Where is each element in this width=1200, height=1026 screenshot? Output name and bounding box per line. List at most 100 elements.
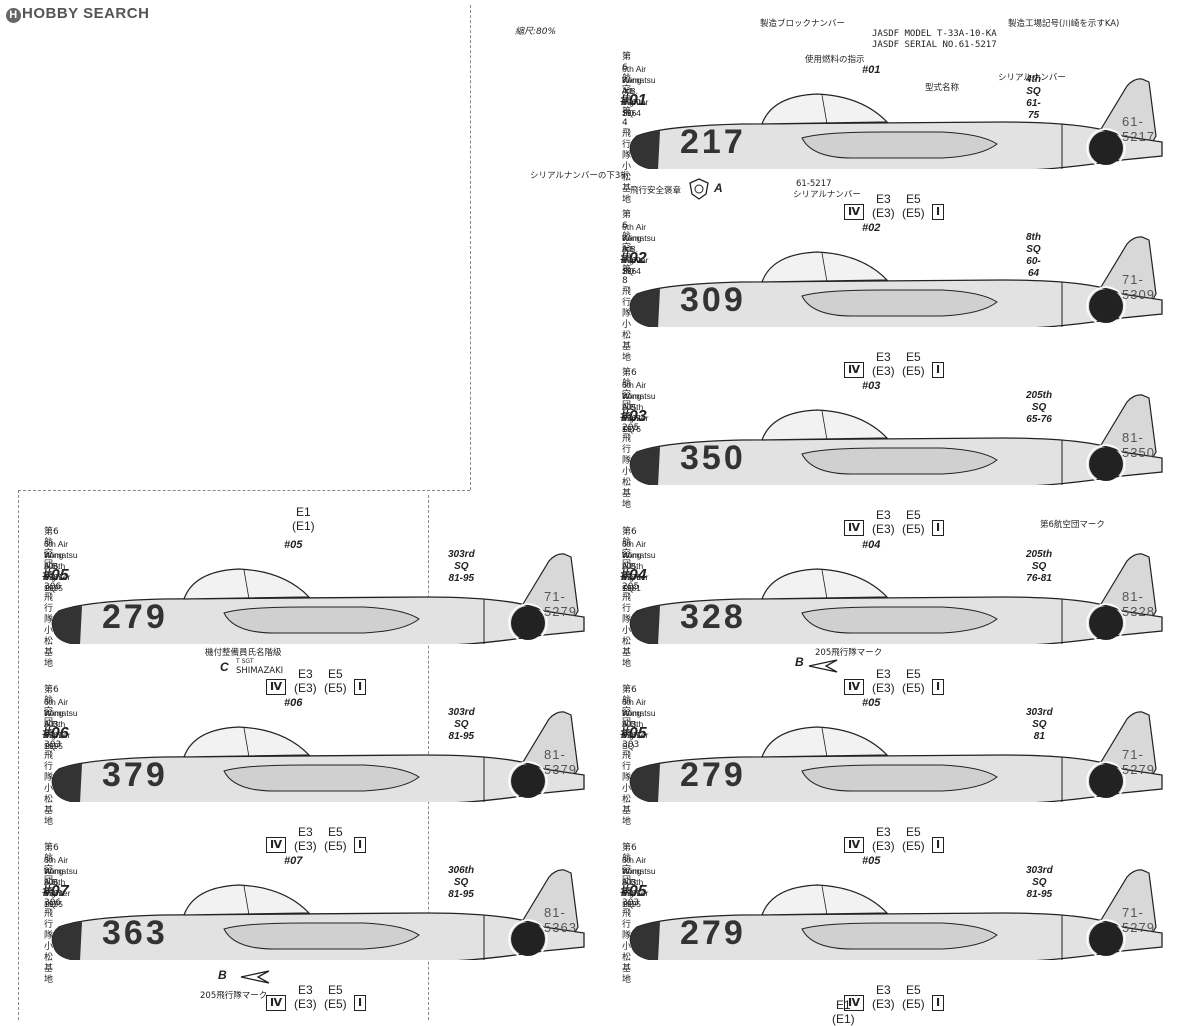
legend-roman1: Ⅰ bbox=[932, 833, 945, 853]
legend-roman4: Ⅳ bbox=[844, 358, 865, 378]
legend-roman1: Ⅰ bbox=[354, 991, 367, 1011]
callout-number: #04 bbox=[862, 539, 881, 551]
legend-roman1: Ⅰ bbox=[932, 991, 945, 1011]
legend-e5: E5(E5) bbox=[902, 508, 925, 536]
profile-number: #05 bbox=[620, 725, 647, 742]
legend-e3: E3(E3) bbox=[872, 192, 895, 220]
nose-number: 379 bbox=[102, 756, 168, 794]
unit-jp: 第6航空団 第306飛行隊 小松基地 bbox=[44, 527, 62, 669]
callout-number: #06 bbox=[284, 697, 303, 709]
nose-number: 363 bbox=[102, 914, 168, 952]
unit-period: Komatsu A.B. 1976-1981 bbox=[622, 550, 656, 593]
callout-number: #02 bbox=[862, 222, 881, 234]
legend-roman1: Ⅰ bbox=[932, 358, 945, 378]
aircraft-silhouette bbox=[629, 236, 1163, 327]
nose-number: 350 bbox=[680, 439, 746, 477]
scale-label: 縮尺:80% bbox=[515, 27, 557, 37]
legend-roman4: Ⅳ bbox=[844, 200, 865, 220]
callout-number: #05 bbox=[862, 855, 881, 867]
legend-e1: E1(E1) bbox=[292, 505, 315, 533]
tail-serial: 81-5350 bbox=[1122, 430, 1155, 460]
legend-e3: E3(E3) bbox=[294, 983, 317, 1011]
legend-roman1: Ⅰ bbox=[354, 833, 367, 853]
mark205-icon bbox=[808, 658, 838, 677]
callout-number: #07 bbox=[284, 855, 303, 867]
aircraft-silhouette bbox=[629, 553, 1163, 644]
aircraft-silhouette bbox=[629, 711, 1163, 802]
legend-roman4: Ⅳ bbox=[266, 833, 287, 853]
legend-roman4: Ⅳ bbox=[266, 991, 287, 1011]
profile-number: #03 bbox=[620, 408, 647, 425]
logo-icon: H bbox=[6, 8, 21, 23]
safety-badge-icon bbox=[688, 178, 710, 204]
tail-serial: 81-5328 bbox=[1122, 589, 1155, 619]
serial-small-label: シリアルナンバー bbox=[793, 190, 861, 200]
legend-e3: E3(E3) bbox=[872, 350, 895, 378]
block-number-label: 製造ブロックナンバー bbox=[760, 19, 846, 29]
nose-number: 279 bbox=[102, 598, 168, 636]
legend-roman1: Ⅰ bbox=[932, 516, 945, 536]
nose-number: 328 bbox=[680, 598, 746, 636]
callout-number: #01 bbox=[862, 64, 881, 76]
legend-e5: E5(E5) bbox=[902, 825, 925, 853]
nose-number: 217 bbox=[680, 123, 746, 161]
fuel-instruction-label: 使用燃料の指示 bbox=[805, 55, 865, 65]
mark205b-label: 205飛行隊マーク bbox=[200, 991, 268, 1001]
legend-e5: E5(E5) bbox=[324, 667, 347, 695]
aircraft-silhouette bbox=[51, 711, 585, 802]
legend-e5: E5(E5) bbox=[902, 983, 925, 1011]
tail-serial: 71-5279 bbox=[544, 589, 577, 619]
aircraft-silhouette bbox=[629, 394, 1163, 485]
legend-e3: E3(E3) bbox=[294, 825, 317, 853]
unit-en: 6th Air Wing 205th Fighter SQ bbox=[622, 380, 649, 434]
nose-number: 279 bbox=[680, 914, 746, 952]
unit-en: 6th Air Wing 306th Fighter SQ bbox=[44, 855, 71, 909]
callout-number: #03 bbox=[862, 380, 881, 392]
model-name-label: 型式名称 bbox=[925, 83, 960, 93]
serial-small-stencil: 61-5217 bbox=[796, 179, 832, 189]
serial-number-label: シリアルナンバー bbox=[998, 73, 1066, 83]
unit-period: Komatsu A.B. 1981-1995 bbox=[44, 708, 78, 751]
profile-number: #01 bbox=[620, 92, 647, 109]
tail-serial: 71-5279 bbox=[1122, 747, 1155, 777]
unit-en: 6th Air Wing 4th Fighter SQ bbox=[622, 64, 649, 118]
legend-e3: E3(E3) bbox=[872, 825, 895, 853]
nose-number: 279 bbox=[680, 756, 746, 794]
divider-line bbox=[18, 490, 19, 1020]
unit-period: Komatsu A.B. 1981-1995 bbox=[622, 866, 656, 909]
legend-e5: E5(E5) bbox=[324, 825, 347, 853]
unit-jp: 第6航空団 第205飛行隊 小松基地 bbox=[622, 368, 640, 510]
profile-number: #05 bbox=[620, 883, 647, 900]
unit-en: 6th Air Wing 303th Fighter SQ bbox=[622, 697, 649, 751]
factory-code-label: 製造工場記号(川崎を示すKA) bbox=[1008, 19, 1120, 29]
unit-period: Komatsu A.B. 1960-1964 bbox=[622, 75, 656, 118]
aircraft-silhouette bbox=[51, 553, 585, 644]
legend-e3: E3(E3) bbox=[872, 508, 895, 536]
legend-roman4: Ⅳ bbox=[844, 833, 865, 853]
legend-e1: E1(E1) bbox=[832, 998, 855, 1026]
unit-en: 6th Air Wing 8th Fighter SQ bbox=[622, 222, 649, 276]
legend-e3: E3(E3) bbox=[872, 983, 895, 1011]
legend-e5: E5(E5) bbox=[324, 983, 347, 1011]
profile-number: #07 bbox=[42, 883, 69, 900]
wing-mark-label: 第6航空団マーク bbox=[1040, 520, 1105, 530]
unit-en: 6th Air Wing 205th Fighter SQ bbox=[622, 539, 649, 593]
profile-number: #05 bbox=[42, 567, 69, 584]
divider-line bbox=[470, 5, 471, 490]
legend-roman1: Ⅰ bbox=[354, 675, 367, 695]
mark205-label: 205飛行隊マーク bbox=[815, 648, 883, 658]
unit-period: Komatsu A.B. 1981-1995 bbox=[44, 866, 78, 909]
callout-number: #05 bbox=[862, 697, 881, 709]
safety-badge-label: 飛行安全褒章 bbox=[630, 186, 682, 196]
profile-number: #02 bbox=[620, 250, 647, 267]
crew-letter: C bbox=[220, 660, 229, 674]
tail-serial: 61-5217 bbox=[1122, 114, 1155, 144]
tail-serial: 71-5279 bbox=[1122, 905, 1155, 935]
